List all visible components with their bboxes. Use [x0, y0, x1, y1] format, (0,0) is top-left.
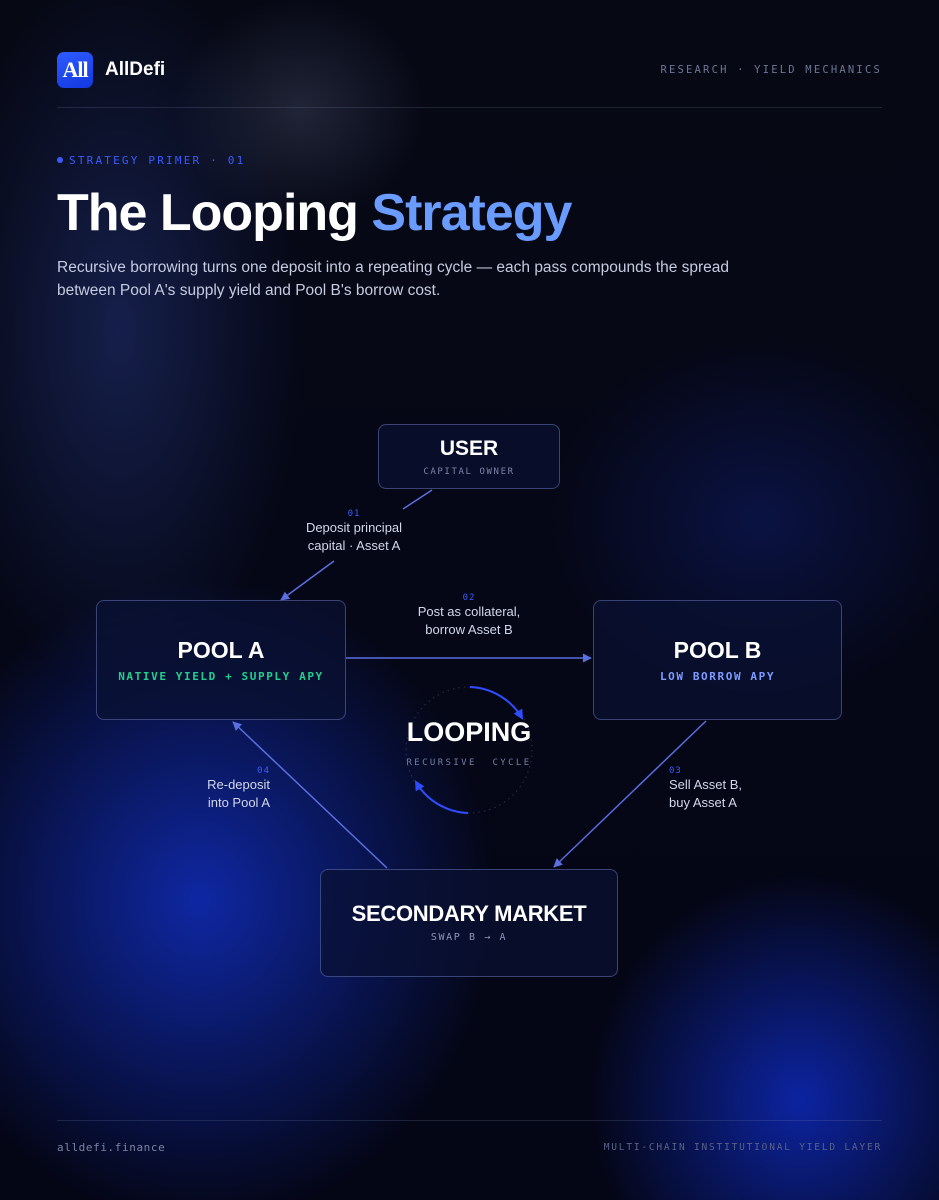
arrow-pool-b-to-market	[553, 720, 707, 868]
step-02-label: 02 Post as collateral, borrow Asset B	[399, 593, 539, 639]
node-user-title: USER	[439, 437, 499, 460]
arrow-user-to-pool-a-lower	[280, 560, 335, 601]
node-pool-a-sub: NATIVE YIELD + SUPPLY APY	[118, 670, 324, 683]
loop-arc-bottom-icon	[414, 780, 469, 814]
node-pool-a[interactable]: POOL A NATIVE YIELD + SUPPLY APY	[96, 600, 346, 720]
node-pool-a-title: POOL A	[177, 637, 265, 663]
step-02-line1: Post as collateral,	[417, 604, 521, 619]
node-pool-b-sub: LOW BORROW APY	[659, 670, 776, 683]
step-04-number: 04	[257, 766, 270, 776]
node-user[interactable]: USER CAPITAL OWNER	[378, 424, 560, 489]
footer-tagline: MULTI-CHAIN INSTITUTIONAL YIELD LAYER	[603, 1142, 882, 1153]
header-divider	[57, 107, 882, 108]
loop-dotted-ring	[405, 686, 533, 814]
step-01-label: 01 Deposit principal capital · Asset A	[284, 509, 424, 555]
node-user-sub: CAPITAL OWNER	[423, 467, 515, 477]
footer-url-link[interactable]: alldefi.finance	[57, 1141, 166, 1154]
step-03-label: 03 Sell Asset B, buy Asset A	[669, 766, 742, 812]
node-secondary-market[interactable]: SECONDARY MARKET SWAP B → A	[320, 869, 618, 977]
arrow-user-to-pool-a	[402, 489, 433, 510]
arrow-market-to-pool-a	[232, 721, 388, 869]
step-04-label: 04 Re-deposit into Pool A	[150, 766, 270, 812]
footer-divider	[57, 1120, 882, 1121]
node-pool-b-title: POOL B	[673, 637, 762, 663]
step-02-number: 02	[462, 593, 476, 603]
node-market-sub: SWAP B → A	[430, 932, 508, 943]
page-title: The Looping Strategy	[57, 180, 572, 246]
eyebrow-text: STRATEGY PRIMER · 01	[69, 154, 246, 167]
eyebrow: STRATEGY PRIMER · 01	[57, 154, 245, 167]
loop-arc-top-icon	[469, 686, 524, 720]
brand-name[interactable]: AllDefi	[105, 59, 166, 80]
step-01-line2: capital · Asset A	[307, 538, 401, 553]
step-03-number: 03	[669, 766, 682, 776]
step-01-line1: Deposit principal	[305, 520, 403, 535]
node-pool-b[interactable]: POOL B LOW BORROW APY	[593, 600, 842, 720]
brand-logo[interactable]: All	[57, 52, 93, 88]
header: All AllDefi RESEARCH · YIELD MECHANICS	[57, 52, 882, 88]
step-04-line1: Re-deposit	[207, 777, 270, 792]
step-01-number: 01	[347, 509, 361, 519]
eyebrow-dot-icon	[57, 157, 63, 163]
step-02-line2: borrow Asset B	[425, 622, 513, 637]
node-market-title: SECONDARY MARKET	[351, 901, 587, 926]
title-main: The Looping	[57, 184, 359, 242]
loop-title: LOOPING	[406, 717, 532, 747]
step-03-line2: buy Asset A	[669, 795, 737, 810]
title-accent: Strategy	[371, 184, 572, 242]
step-04-line2: into Pool A	[207, 795, 270, 810]
step-03-line1: Sell Asset B,	[669, 777, 742, 792]
loop-subtitle: RECURSIVE CYCLE	[406, 758, 532, 768]
header-tag: RESEARCH · YIELD MECHANICS	[660, 64, 882, 76]
page-subtitle: Recursive borrowing turns one deposit in…	[57, 259, 730, 299]
